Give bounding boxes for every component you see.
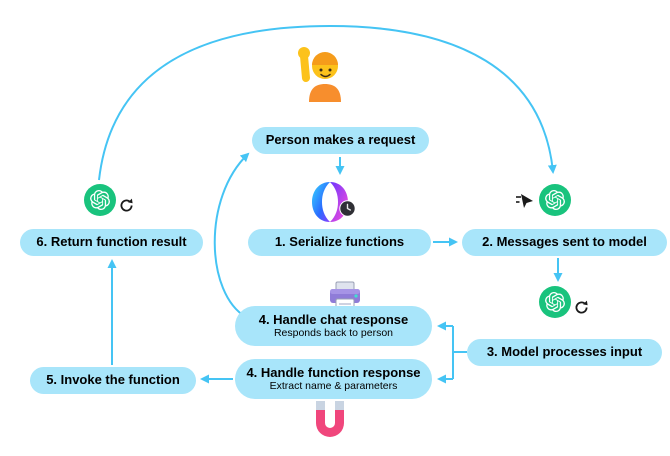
node-label: 6. Return function result bbox=[36, 234, 187, 250]
cursor-pointer-icon bbox=[515, 193, 535, 209]
refresh-icon bbox=[118, 197, 135, 214]
node-messages-sent-to-model: 2. Messages sent to model bbox=[462, 229, 667, 256]
openai-logo-icon bbox=[539, 184, 571, 216]
node-invoke-the-function: 5. Invoke the function bbox=[30, 367, 196, 394]
node-person-makes-request: Person makes a request bbox=[252, 127, 429, 154]
arrow-chat-response-to-person bbox=[213, 152, 250, 318]
node-handle-function-response: 4. Handle function response Extract name… bbox=[235, 359, 432, 399]
node-sublabel: Extract name & parameters bbox=[269, 379, 398, 392]
magnet-icon bbox=[311, 399, 349, 445]
node-label: 3. Model processes input bbox=[486, 344, 643, 360]
node-model-processes-input: 3. Model processes input bbox=[467, 339, 662, 366]
node-return-function-result: 6. Return function result bbox=[20, 229, 203, 256]
node-label: Person makes a request bbox=[265, 132, 416, 148]
node-label: 1. Serialize functions bbox=[274, 234, 405, 250]
node-sublabel: Responds back to person bbox=[273, 326, 394, 339]
node-label: 4. Handle function response bbox=[246, 364, 421, 380]
node-label: 4. Handle chat response bbox=[258, 311, 409, 327]
refresh-icon bbox=[573, 299, 590, 316]
node-label: 2. Messages sent to model bbox=[482, 234, 647, 250]
person-raising-hand-icon bbox=[294, 44, 346, 102]
openai-logo-icon bbox=[84, 184, 116, 216]
node-handle-chat-response: 4. Handle chat response Responds back to… bbox=[235, 306, 432, 346]
clock-icon bbox=[339, 200, 356, 217]
node-serialize-functions: 1. Serialize functions bbox=[248, 229, 431, 256]
openai-logo-icon bbox=[539, 286, 571, 318]
node-label: 5. Invoke the function bbox=[46, 372, 180, 388]
